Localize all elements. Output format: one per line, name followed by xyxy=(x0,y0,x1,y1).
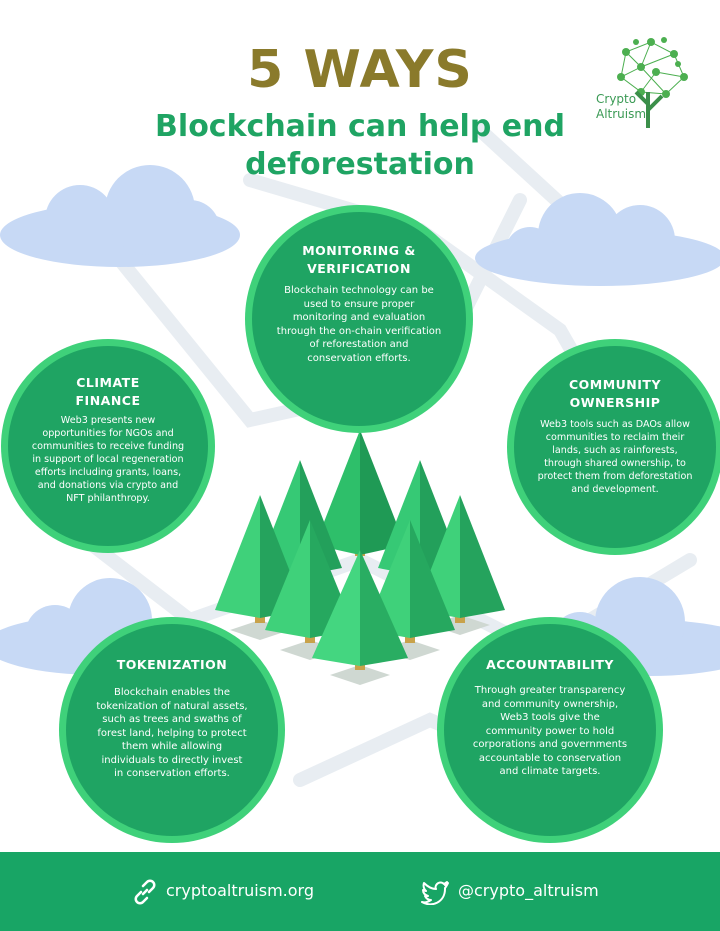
way-text: Blockchain enables the tokenization of n… xyxy=(96,687,248,779)
way-climate-finance: CLIMATE FINANCE Web3 presents new opport… xyxy=(8,346,208,546)
twitter-bird-icon xyxy=(421,880,449,905)
way-tokenization: TOKENIZATION Blockchain enables the toke… xyxy=(66,624,278,836)
way-text: Web3 tools such as DAOs allow communitie… xyxy=(537,419,693,495)
footer-twitter[interactable]: @crypto_altruism xyxy=(420,878,599,905)
page-subtitle: Blockchain can help end deforestation xyxy=(155,109,565,182)
logo-line-2: Altruism xyxy=(596,107,647,121)
tree xyxy=(315,430,405,556)
cloud-left-top xyxy=(0,165,240,267)
cloud-right-top xyxy=(475,193,720,286)
way-text: Blockchain technology can be used to ens… xyxy=(276,285,442,364)
way-text: Web3 presents new opportunities for NGOs… xyxy=(31,415,185,504)
way-accountability: ACCOUNTABILITY Through greater transpare… xyxy=(444,624,656,836)
logo-text: Crypto Altruism xyxy=(596,92,656,122)
page-title: 5 WAYS xyxy=(247,40,473,100)
tree xyxy=(312,550,408,670)
footer: cryptoaltruism.org @crypto_altruism xyxy=(0,852,720,931)
way-title: COMMUNITY OWNERSHIP xyxy=(568,377,662,410)
way-title: CLIMATE FINANCE xyxy=(75,375,141,408)
way-community-ownership: COMMUNITY OWNERSHIP Web3 tools such as D… xyxy=(514,346,716,548)
twitter-handle[interactable]: @crypto_altruism xyxy=(458,881,599,900)
tree-logo-icon xyxy=(617,37,688,128)
forest-illustration xyxy=(215,430,505,685)
way-title: MONITORING & VERIFICATION xyxy=(302,243,416,276)
website-link[interactable]: cryptoaltruism.org xyxy=(166,881,314,900)
way-monitoring-verification: MONITORING & VERIFICATION Blockchain tec… xyxy=(252,212,466,426)
link-icon xyxy=(134,879,156,904)
way-title: ACCOUNTABILITY xyxy=(486,657,614,672)
way-text: Through greater transparency and communi… xyxy=(472,685,628,777)
footer-website[interactable]: cryptoaltruism.org xyxy=(132,878,314,905)
way-title: TOKENIZATION xyxy=(116,657,228,672)
logo-line-1: Crypto xyxy=(596,92,637,106)
